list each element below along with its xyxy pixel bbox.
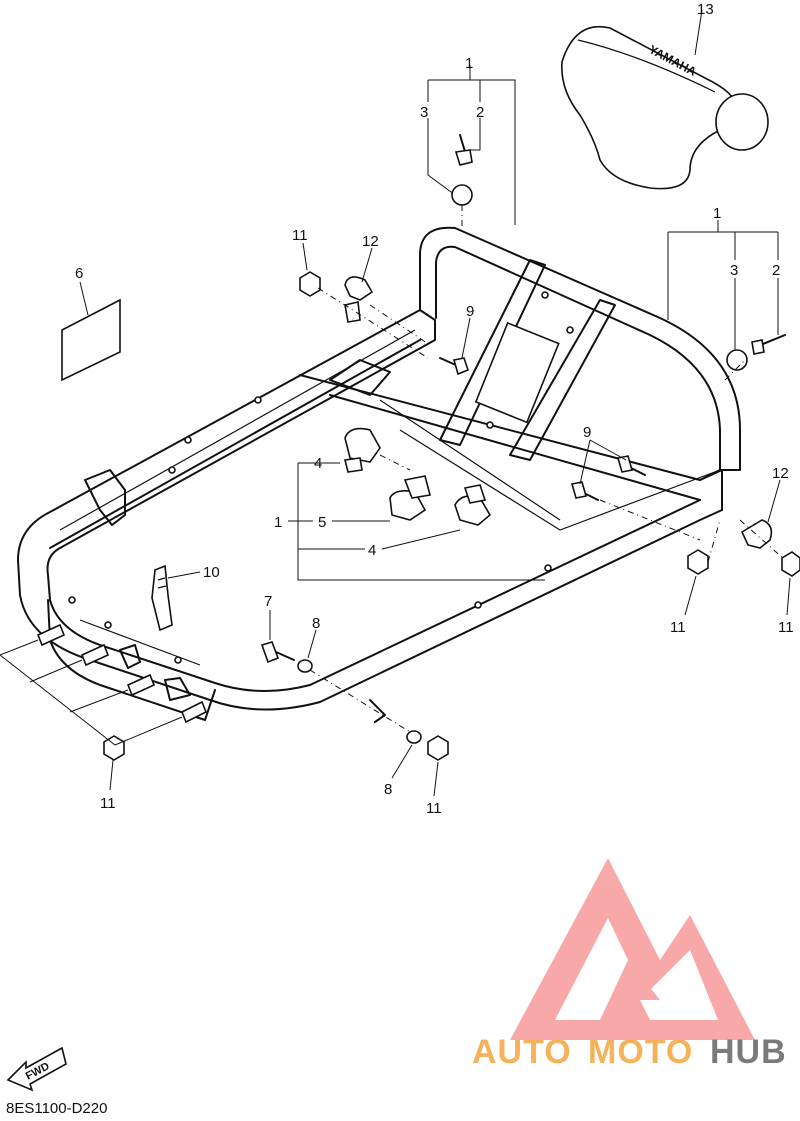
callout-11-b: 11 bbox=[670, 619, 686, 636]
callout-4-a: 4 bbox=[314, 455, 322, 472]
part-7-8-hardware bbox=[260, 610, 422, 779]
callout-9-b: 9 bbox=[583, 424, 591, 441]
frame-holes bbox=[68, 291, 574, 664]
callout-11-c: 11 bbox=[778, 619, 794, 636]
part-1-top-assembly bbox=[427, 65, 516, 228]
watermark-logo-icon bbox=[510, 858, 755, 1040]
callout-13: 13 bbox=[697, 1, 714, 18]
front-studs bbox=[0, 623, 208, 746]
callout-3-right: 3 bbox=[730, 262, 738, 279]
callout-11-d: 11 bbox=[100, 795, 116, 812]
callout-1-mid: 1 bbox=[274, 514, 282, 531]
callout-4-b: 4 bbox=[368, 542, 376, 559]
callout-numbers: 13 1 3 2 11 12 6 1 3 2 9 9 12 4 1 5 4 10… bbox=[75, 1, 794, 817]
callout-6: 6 bbox=[75, 265, 83, 282]
part-11-nuts bbox=[103, 242, 800, 797]
part-4-5-clamps bbox=[288, 427, 545, 581]
callout-2-top: 2 bbox=[476, 104, 484, 121]
callout-7: 7 bbox=[264, 593, 272, 610]
callout-10: 10 bbox=[203, 564, 220, 581]
callout-9-a: 9 bbox=[466, 303, 474, 320]
watermark-auto: AUTO bbox=[472, 1033, 572, 1071]
frame-tube bbox=[17, 226, 741, 723]
callout-8-a: 8 bbox=[312, 615, 320, 632]
part-6-label-sticker bbox=[61, 281, 121, 382]
callout-8-b: 8 bbox=[384, 781, 392, 798]
callout-11-a: 11 bbox=[292, 227, 308, 244]
callout-5: 5 bbox=[318, 514, 326, 531]
diagram-code: 8ES1100-D220 bbox=[6, 1100, 107, 1116]
fwd-arrow-icon: FWD bbox=[6, 1046, 67, 1092]
callout-2-right: 2 bbox=[772, 262, 780, 279]
callout-3-top: 3 bbox=[420, 104, 428, 121]
part-1-right-assembly bbox=[667, 220, 786, 371]
callout-1-right: 1 bbox=[713, 205, 721, 222]
part-10-clip bbox=[151, 564, 201, 632]
watermark-hub: HUB bbox=[710, 1033, 787, 1071]
callout-11-e: 11 bbox=[426, 800, 442, 817]
part-9-bolts bbox=[439, 317, 646, 501]
callout-12-a: 12 bbox=[362, 233, 379, 250]
callout-1-top: 1 bbox=[465, 55, 473, 72]
assembly-lines bbox=[317, 287, 786, 563]
watermark-moto: MOTO bbox=[588, 1033, 693, 1071]
part-13-seat-cover: YAMAHA bbox=[561, 9, 769, 190]
callout-12-b: 12 bbox=[772, 465, 789, 482]
